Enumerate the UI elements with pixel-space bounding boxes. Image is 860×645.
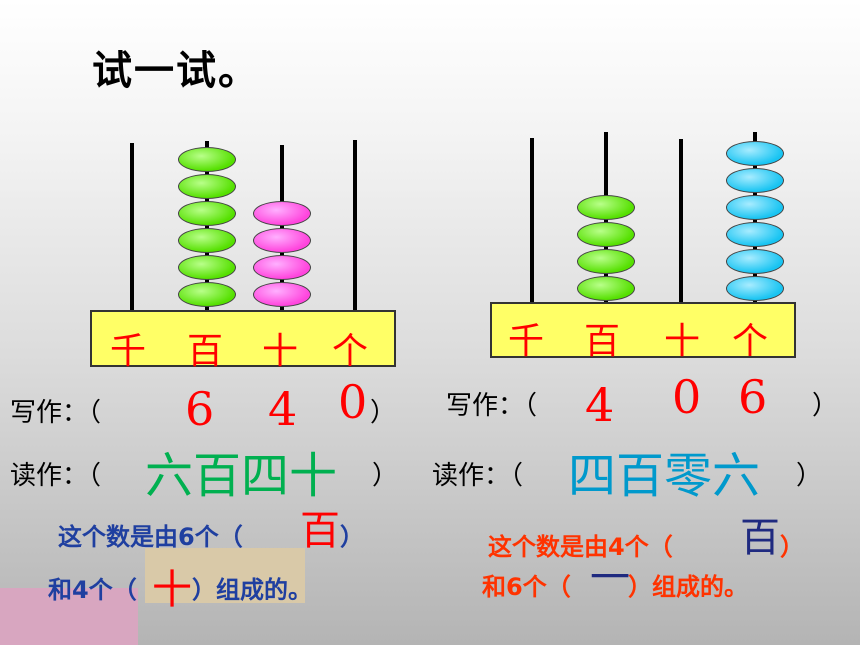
left-composition-close: ） — [340, 523, 364, 551]
bead — [253, 255, 311, 280]
left-answer-tens: 十 — [152, 567, 192, 613]
abacus-base: 千 百 十 个 — [90, 310, 396, 372]
left-composition-line2: 和4个（ — [48, 576, 137, 604]
bead — [577, 195, 635, 220]
bead — [726, 141, 784, 166]
right-write-label: 写作：（ — [446, 391, 538, 421]
bead — [577, 276, 635, 301]
bead — [178, 201, 236, 226]
bead — [726, 276, 784, 301]
bead — [178, 174, 236, 199]
answer-highlight — [145, 548, 305, 603]
bead — [577, 249, 635, 274]
place-hundreds: 百 — [584, 321, 621, 362]
abacus-base: 千 百 十 个 — [490, 302, 796, 362]
bead — [726, 222, 784, 247]
thousands-rod — [130, 143, 134, 313]
bead — [253, 282, 311, 307]
right-answer-ones: 一 — [590, 555, 630, 601]
hundreds-rod — [205, 141, 209, 313]
thousands-rod — [530, 138, 534, 303]
right-reading: 四百零六 — [568, 448, 761, 504]
left-digit-hundreds: 6 — [185, 382, 215, 436]
left-digit-ones: 0 — [338, 375, 368, 429]
right-digit-ones: 6 — [738, 370, 768, 424]
place-ones: 个 — [732, 321, 769, 362]
place-thousands: 千 — [110, 331, 147, 372]
bead — [726, 195, 784, 220]
left-reading: 六百四十 — [145, 448, 338, 504]
place-tens: 十 — [664, 321, 701, 362]
tens-rod — [679, 139, 683, 303]
place-thousands: 千 — [508, 321, 545, 362]
right-digit-tens: 0 — [672, 370, 702, 424]
bead — [178, 255, 236, 280]
right-composition-end: ）组成的。 — [628, 573, 748, 601]
place-hundreds: 百 — [187, 331, 224, 372]
bead — [253, 201, 311, 226]
right-write-close: ） — [812, 391, 839, 421]
left-composition-line1: 这个数是由6个（ — [58, 523, 243, 551]
left-digit-tens: 4 — [268, 382, 298, 436]
right-composition-line2: 和6个（ — [482, 573, 571, 601]
right-composition-close: ） — [780, 533, 804, 561]
corner-decoration — [0, 588, 138, 645]
bead — [178, 228, 236, 253]
bead — [726, 249, 784, 274]
left-write-close: ） — [370, 398, 397, 428]
bead — [577, 222, 635, 247]
right-read-close: ） — [796, 461, 823, 491]
left-answer-hundreds: 百 — [300, 508, 340, 554]
right-read-label: 读作：（ — [432, 461, 524, 491]
page-title: 试一试。 — [92, 48, 260, 94]
left-composition-end: ）组成的。 — [192, 576, 312, 604]
right-composition-line1: 这个数是由4个（ — [488, 533, 673, 561]
ones-rod — [353, 140, 357, 313]
left-write-label: 写作：（ — [10, 398, 102, 428]
right-answer-hundreds: 百 — [740, 515, 780, 561]
place-ones: 个 — [332, 331, 369, 372]
left-read-close: ） — [372, 461, 399, 491]
bead — [726, 168, 784, 193]
bead — [253, 228, 311, 253]
bead — [178, 282, 236, 307]
right-digit-hundreds: 4 — [585, 378, 615, 432]
place-tens: 十 — [262, 331, 299, 372]
left-read-label: 读作：（ — [10, 461, 102, 491]
bead — [178, 147, 236, 172]
